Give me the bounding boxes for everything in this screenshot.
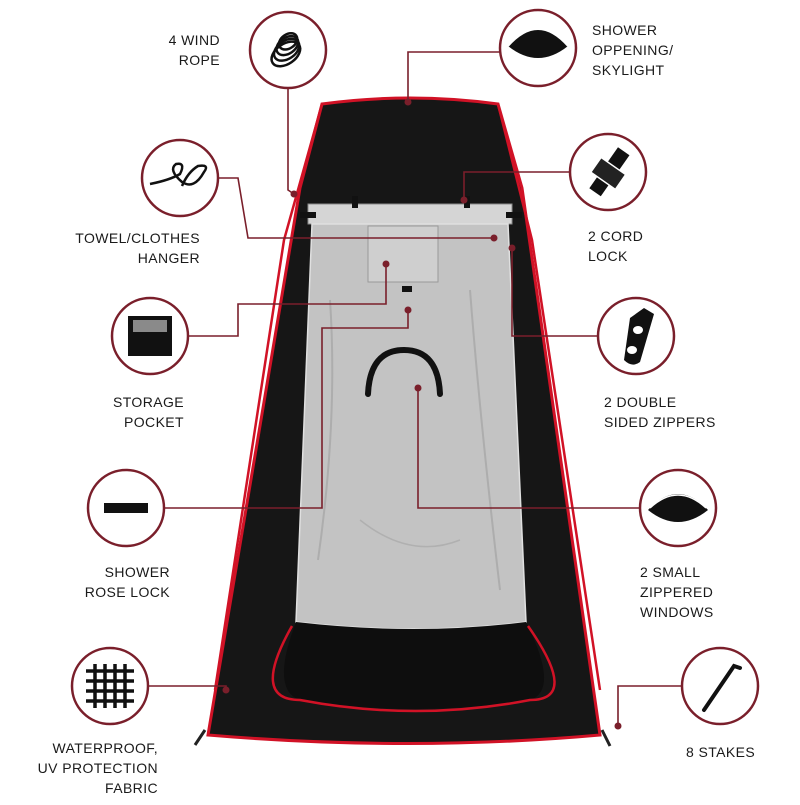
zipper-pull-icon <box>624 308 654 365</box>
stakes-label-line: 8 STAKES <box>686 744 756 760</box>
towel-hanger-anchor-dot <box>490 234 498 242</box>
zippered-windows-label-line: 2 SMALL <box>640 564 701 580</box>
shower-rose-lock-label: SHOWER ROSE LOCK <box>60 562 170 602</box>
waterproof-fabric-label: WATERPROOF, UV PROTECTION FABRIC <box>26 738 158 798</box>
zippered-windows-leader-line <box>417 388 640 509</box>
cord-lock-callout <box>568 132 648 212</box>
shower-opening-label: SHOWER OPPENING/SKYLIGHT <box>592 20 673 80</box>
shower-opening-label-line: SKYLIGHT <box>592 62 665 78</box>
storage-pocket-label-line: STORAGE <box>112 394 184 410</box>
storage-pocket-icon <box>128 316 172 356</box>
tent-strap <box>464 196 470 208</box>
stakes-callout <box>680 646 760 726</box>
waterproof-fabric-circle <box>70 646 150 726</box>
wind-rope-label: 4 WIND ROPE <box>120 30 220 70</box>
double-zippers-callout <box>596 296 676 376</box>
double-zippers-leader-line <box>511 248 598 337</box>
tent-foot <box>193 729 207 746</box>
stake-icon <box>702 663 742 712</box>
zippered-windows-label: 2 SMALL ZIPPERED WINDOWS <box>640 562 714 622</box>
stakes-anchor-dot <box>614 722 622 730</box>
shower-opening-label-line: OPPENING/ <box>592 42 674 58</box>
towel-hanger-label-line: TOWEL/CLOTHES <box>75 230 200 246</box>
towel-hanger-leader-line <box>218 177 494 239</box>
tent-wrinkle <box>317 299 334 561</box>
wind-rope-label-line: 4 WIND <box>168 32 220 48</box>
shower-opening-leader-line <box>407 51 500 102</box>
cord-lock-label: 2 CORD LOCK <box>588 226 643 266</box>
wind-rope-anchor-dot <box>290 190 298 198</box>
shower-opening-label-line: SHOWER <box>592 22 658 38</box>
waterproof-fabric-label-line: WATERPROOF, <box>52 740 158 756</box>
shower-rose-lock-icon <box>104 503 148 513</box>
shower-opening-icon <box>507 28 569 58</box>
towel-hanger-callout <box>140 138 220 218</box>
tent-seam-right <box>496 103 602 691</box>
rope-coil-icon <box>270 32 302 68</box>
double-zippers-label: 2 DOUBLE SIDED ZIPPERS <box>604 392 716 432</box>
storage-pocket-anchor-dot <box>382 260 390 268</box>
storage-pocket-leader-line <box>188 264 387 337</box>
double-zippers-label-line: 2 DOUBLE <box>604 394 677 410</box>
wind-rope-leader-line <box>287 88 295 195</box>
waterproof-fabric-label-line: FABRIC <box>105 780 158 796</box>
leader-lines <box>148 51 682 730</box>
cord-lock-label-line: 2 CORD <box>588 228 644 244</box>
shower-rose-lock-leader-line <box>164 310 409 509</box>
tent-shower-rose-lock <box>402 286 412 292</box>
cord-lock-label-line: LOCK <box>588 248 628 264</box>
tent-foot <box>600 729 612 747</box>
cord-lock-icon <box>589 147 630 197</box>
zippered-windows-label-line: ZIPPERED <box>640 584 714 600</box>
stakes-leader-line <box>617 685 682 726</box>
waterproof-fabric-anchor-dot <box>222 686 230 694</box>
storage-pocket-callout <box>110 296 190 376</box>
shower-opening-anchor-dot <box>404 98 412 106</box>
towel-hanger-label: TOWEL/CLOTHES HANGER <box>40 228 200 268</box>
tent-strap <box>506 212 522 218</box>
zippered-windows-label-line: WINDOWS <box>640 604 714 620</box>
tent-inner-panel <box>295 223 527 630</box>
towel-hanger-circle <box>140 138 220 218</box>
wind-rope-label-line: ROPE <box>178 52 220 68</box>
towel-hanger-icon <box>149 162 208 187</box>
tent-wrinkle <box>469 289 501 591</box>
zippered-window-icon <box>648 494 708 522</box>
shower-opening-callout <box>498 8 578 88</box>
shower-rose-lock-label-line: ROSE LOCK <box>84 584 170 600</box>
waterproof-fabric-label-line: UV PROTECTION <box>37 760 158 776</box>
tent <box>193 96 612 747</box>
tent-door-zipper <box>271 625 556 713</box>
tent-storage-pocket <box>367 225 439 283</box>
tent-handle <box>365 346 443 397</box>
tent-wrinkle <box>359 519 461 548</box>
wind-rope-callout <box>248 10 328 90</box>
shower-rose-lock-anchor-dot <box>404 306 412 314</box>
shower-rose-lock-label-line: SHOWER <box>104 564 170 580</box>
double-zippers-label-line: SIDED ZIPPERS <box>604 414 716 430</box>
zippered-windows-anchor-dot <box>414 384 422 392</box>
cord-lock-leader-line <box>463 171 570 200</box>
shower-rose-lock-callout <box>86 468 166 548</box>
cord-lock-anchor-dot <box>460 196 468 204</box>
tent-reflective-band <box>307 203 513 225</box>
tent-seam-left <box>213 103 324 691</box>
towel-hanger-label-line: HANGER <box>137 250 200 266</box>
zippered-windows-callout <box>638 468 718 548</box>
storage-pocket-label-line: POCKET <box>124 414 184 430</box>
tent-strap <box>300 212 316 218</box>
fabric-grid-icon <box>86 664 134 708</box>
tent-strap <box>352 196 358 208</box>
feature-icons <box>70 8 760 726</box>
storage-pocket-label: STORAGE POCKET <box>54 392 184 432</box>
double-zippers-anchor-dot <box>508 244 516 252</box>
tent-door-opening <box>283 622 545 709</box>
waterproof-fabric-callout <box>70 646 150 726</box>
stakes-label: 8 STAKES <box>686 742 755 762</box>
